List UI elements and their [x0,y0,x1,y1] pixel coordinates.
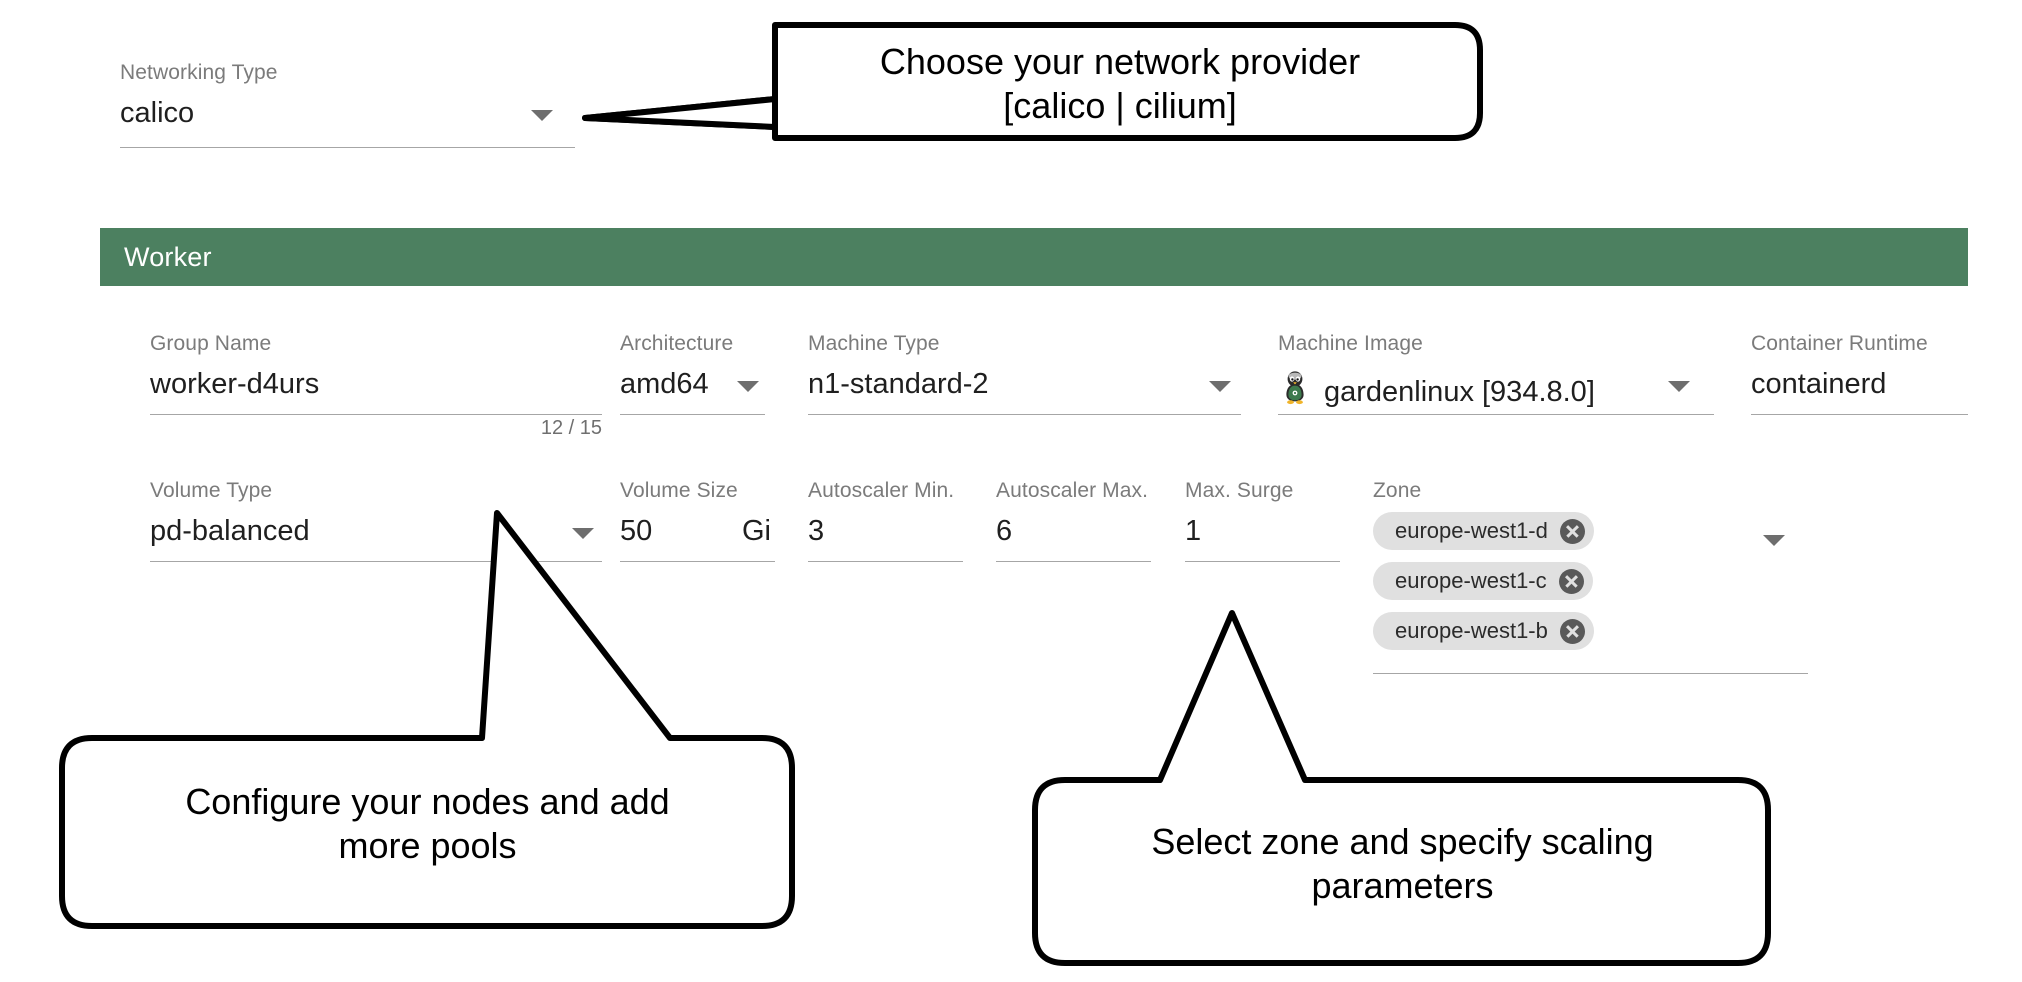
zone-chip[interactable]: europe-west1-d [1373,512,1594,550]
container-runtime-value: containerd [1751,368,1887,400]
zone-chip[interactable]: europe-west1-c [1373,562,1593,600]
zone-chips-column: europe-west1-d europe-west1-c europe-wes… [1373,512,1808,662]
machine-type-value: n1-standard-2 [808,368,989,400]
field-underline [1751,414,1968,415]
volume-type-value-row[interactable]: pd-balanced [150,514,602,562]
machine-type-label: Machine Type [808,332,940,355]
networking-type-field[interactable]: Networking Type calico [120,61,575,148]
machine-type-field[interactable]: Machine Type n1-standard-2 [808,332,1241,415]
max-surge-label: Max. Surge [1185,479,1294,502]
zone-field[interactable]: Zone europe-west1-d europe-west1-c europ… [1373,480,1808,674]
autoscaler-min-value: 3 [808,515,825,547]
chevron-down-icon[interactable] [531,110,553,121]
volume-size-label: Volume Size [620,479,738,502]
networking-type-value-row[interactable]: calico [120,96,575,148]
zone-chip-list[interactable]: europe-west1-d europe-west1-c europe-wes… [1373,512,1808,674]
callout-network-text: Choose your network provider [calico | c… [879,41,1361,126]
chevron-down-icon[interactable] [1668,381,1690,392]
machine-image-label: Machine Image [1278,332,1423,355]
close-circle-icon[interactable] [1559,518,1585,544]
container-runtime-label: Container Runtime [1751,332,1928,355]
field-underline [1278,414,1714,415]
max-surge-value: 1 [1185,515,1202,547]
machine-type-value-row[interactable]: n1-standard-2 [808,367,1241,415]
autoscaler-min-field[interactable]: Autoscaler Min. 3 [808,479,963,562]
volume-size-value-row[interactable]: 50 Gi [620,514,775,562]
volume-size-field[interactable]: Volume Size 50 Gi [620,479,775,562]
zone-chip-label: europe-west1-d [1395,518,1548,543]
field-underline [150,561,602,562]
max-surge-field[interactable]: Max. Surge 1 [1185,479,1340,562]
field-underline [996,561,1151,562]
worker-panel-title: Worker [124,241,212,272]
volume-type-value: pd-balanced [150,515,310,547]
chevron-down-icon[interactable] [737,381,759,392]
container-runtime-value-row[interactable]: containerd [1751,367,1968,415]
field-underline [1185,561,1340,562]
networking-type-label: Networking Type [120,61,278,84]
autoscaler-max-field[interactable]: Autoscaler Max. 6 [996,479,1151,562]
group-name-value: worker-d4urs [150,368,320,400]
zone-label: Zone [1373,479,1422,502]
worker-panel: Worker [100,228,1968,286]
group-name-counter: 12 / 15 [540,417,602,439]
architecture-value: amd64 [620,368,709,400]
autoscaler-max-label: Autoscaler Max. [996,479,1149,502]
architecture-field[interactable]: Architecture amd64 [620,332,765,415]
autoscaler-max-value-row[interactable]: 6 [996,514,1151,562]
autoscaler-max-value: 6 [996,515,1013,547]
worker-panel-header: Worker [100,228,1968,286]
max-surge-value-row[interactable]: 1 [1185,514,1340,562]
machine-image-value-row[interactable]: gardenlinux [934.8.0] [1278,367,1714,415]
machine-image-value: gardenlinux [934.8.0] [1324,376,1595,408]
group-name-value-row[interactable]: worker-d4urs [150,367,602,415]
machine-image-field[interactable]: Machine Image [1278,332,1714,415]
callout-nodes-text: Configure your nodes and add more pools [185,781,670,866]
close-circle-icon[interactable] [1558,568,1584,594]
architecture-label: Architecture [620,332,734,355]
field-underline [1373,673,1808,674]
field-underline [150,414,602,415]
field-underline [620,414,765,415]
field-underline [620,561,775,562]
volume-type-label: Volume Type [150,479,273,502]
field-underline [120,147,575,148]
architecture-value-row[interactable]: amd64 [620,367,765,415]
chevron-down-icon[interactable] [572,528,594,539]
container-runtime-field[interactable]: Container Runtime containerd [1751,332,1968,415]
autoscaler-min-value-row[interactable]: 3 [808,514,963,562]
gardenlinux-penguin-icon [1278,371,1312,405]
zone-chip-label: europe-west1-b [1395,618,1548,643]
volume-type-field[interactable]: Volume Type pd-balanced [150,479,602,562]
volume-size-unit: Gi [742,515,771,547]
group-name-label: Group Name [150,332,272,355]
zone-chip-label: europe-west1-c [1395,568,1547,593]
chevron-down-icon[interactable] [1763,535,1785,546]
field-underline [808,414,1241,415]
zone-chip[interactable]: europe-west1-b [1373,612,1594,650]
networking-type-value: calico [120,97,195,129]
volume-size-value: 50 [620,515,653,547]
chevron-down-icon[interactable] [1209,381,1231,392]
callout-zone-text: Select zone and specify scaling paramete… [1151,821,1654,906]
group-name-field[interactable]: Group Name worker-d4urs 12 / 15 [150,332,602,439]
close-circle-icon[interactable] [1559,618,1585,644]
autoscaler-min-label: Autoscaler Min. [808,479,955,502]
field-underline [808,561,963,562]
